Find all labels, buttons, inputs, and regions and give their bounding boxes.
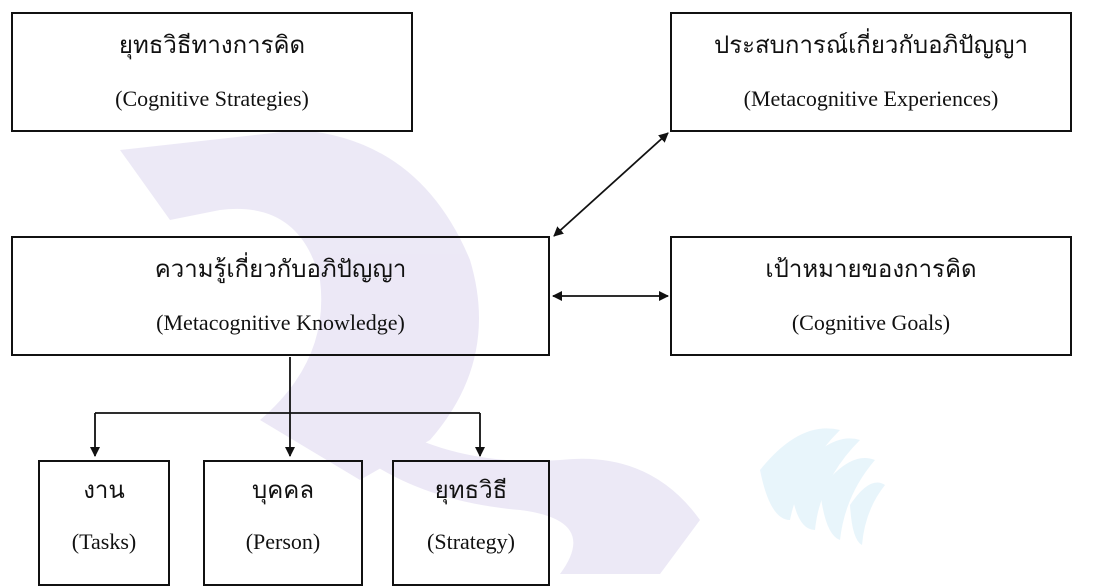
node-thai-label: บุคคล	[251, 478, 315, 504]
node-english-label: (Metacognitive Experiences)	[743, 86, 999, 111]
node-thai-label: ยุทธวิธีทางการคิด	[118, 33, 306, 59]
node-english-label: (Tasks)	[71, 529, 137, 554]
node-english-label: (Person)	[245, 529, 321, 554]
node-cognitive-goals: เป้าหมายของการคิด (Cognitive Goals)	[670, 236, 1072, 356]
watermark-sphere-shape	[760, 428, 885, 545]
node-english-label: (Cognitive Goals)	[791, 310, 951, 335]
node-metacognitive-knowledge: ความรู้เกี่ยวกับอภิปัญญา (Metacognitive …	[11, 236, 550, 356]
arrow-knowledge-experiences	[553, 132, 669, 237]
node-thai-label: ความรู้เกี่ยวกับอภิปัญญา	[154, 257, 407, 283]
node-tasks: งาน (Tasks)	[38, 460, 170, 586]
node-thai-label: ประสบการณ์เกี่ยวกับอภิปัญญา	[714, 33, 1028, 59]
node-thai-label: เป้าหมายของการคิด	[765, 257, 977, 283]
node-person: บุคคล (Person)	[203, 460, 363, 586]
node-cognitive-strategies: ยุทธวิธีทางการคิด (Cognitive Strategies)	[11, 12, 413, 132]
node-english-label: (Cognitive Strategies)	[115, 86, 309, 111]
node-metacognitive-experiences: ประสบการณ์เกี่ยวกับอภิปัญญา (Metacogniti…	[670, 12, 1072, 132]
node-thai-label: ยุทธวิธี	[434, 478, 508, 504]
node-strategy: ยุทธวิธี (Strategy)	[392, 460, 550, 586]
node-thai-label: งาน	[83, 478, 125, 504]
node-english-label: (Strategy)	[427, 529, 515, 554]
node-english-label: (Metacognitive Knowledge)	[156, 310, 405, 335]
